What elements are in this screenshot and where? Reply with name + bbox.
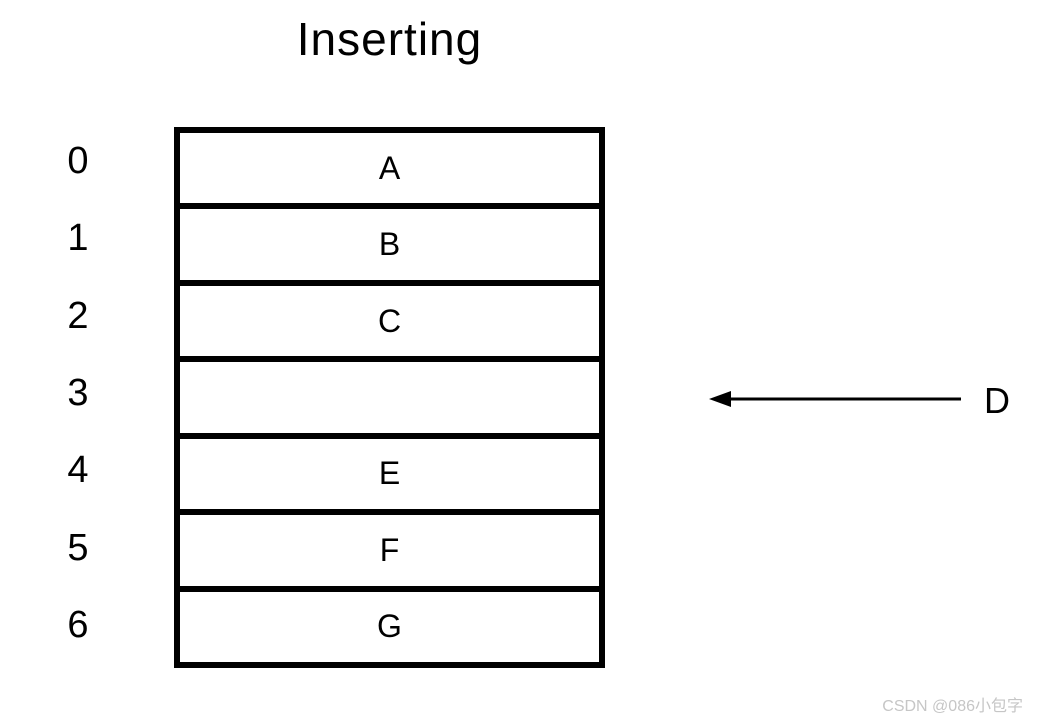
watermark: CSDN @086小包字 — [882, 698, 1023, 715]
array-box: A B C E F G — [174, 127, 605, 668]
index-label-5: 5 — [67, 526, 89, 569]
array-cell-1: B — [180, 203, 599, 279]
array-cell-6: G — [180, 585, 599, 662]
insert-value-label: D — [984, 380, 1010, 421]
array-cell-5: F — [180, 509, 599, 585]
index-label-0: 0 — [67, 140, 89, 183]
insert-arrow-icon — [709, 391, 961, 407]
array-cell-2: C — [180, 279, 599, 356]
index-label-2: 2 — [67, 294, 89, 337]
array-cell-3-empty — [180, 356, 599, 432]
index-label-1: 1 — [67, 217, 89, 260]
index-label-3: 3 — [67, 371, 89, 414]
index-label-4: 4 — [67, 449, 89, 492]
index-column: 0 1 2 3 4 5 6 — [48, 127, 108, 668]
diagram-title: Inserting — [296, 13, 483, 65]
index-label-6: 6 — [67, 603, 89, 646]
array-cell-0: A — [378, 149, 401, 186]
array-cell-4: E — [180, 432, 599, 509]
